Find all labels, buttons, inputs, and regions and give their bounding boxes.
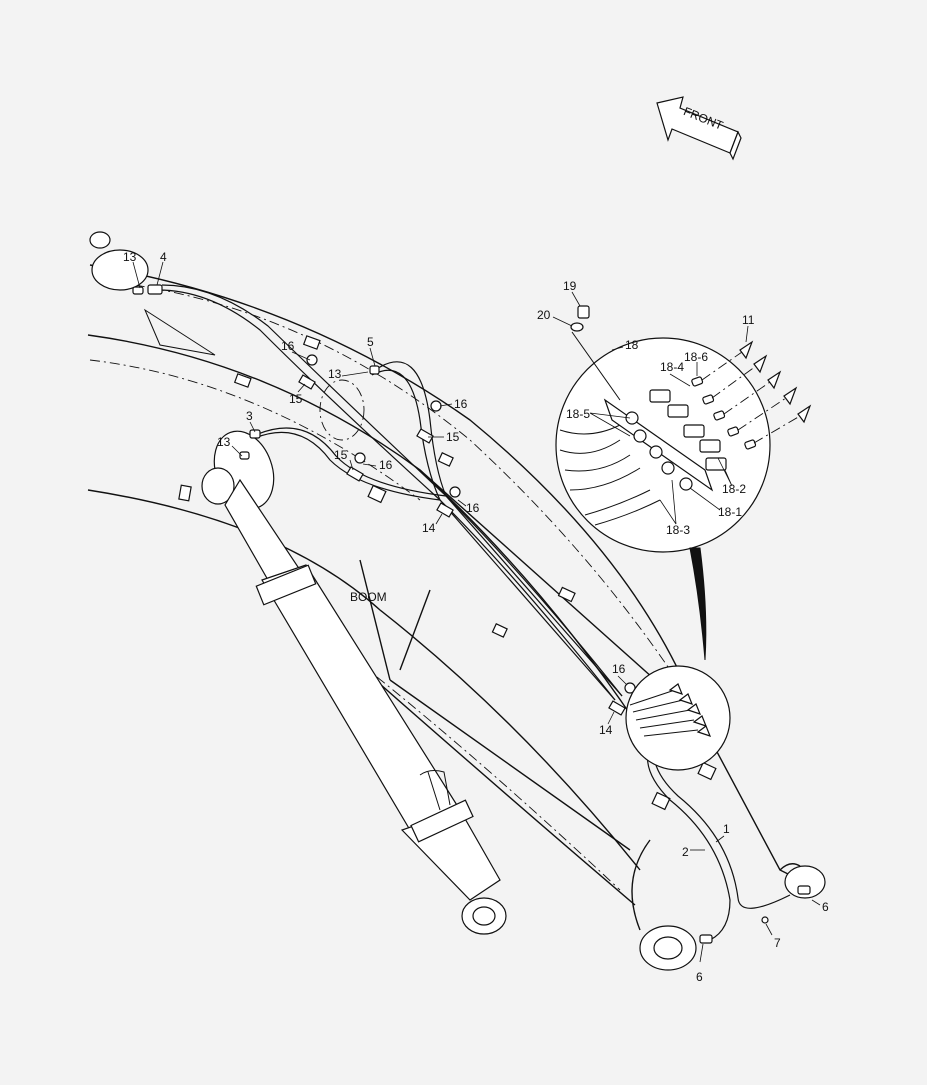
boom-label: BOOM	[350, 590, 387, 604]
callout-15: 15	[289, 392, 303, 406]
callout-18-3: 18-3	[666, 523, 690, 537]
callout-2: 2	[682, 845, 689, 859]
callout-11: 11	[742, 313, 755, 327]
callout-13: 13	[328, 367, 342, 381]
callout-6: 6	[822, 900, 829, 914]
boom-body: BOOM	[87, 231, 826, 971]
callout-20: 20	[537, 308, 551, 322]
callout-3: 3	[246, 409, 253, 423]
callout-14: 14	[422, 521, 436, 535]
callout-7: 7	[774, 936, 781, 950]
callout-18-1: 18-1	[718, 505, 742, 519]
hose-lines	[132, 284, 811, 944]
callout-16: 16	[281, 339, 295, 353]
callout-18-6: 18-6	[684, 350, 708, 364]
callout-5: 5	[367, 335, 374, 349]
callout-18-5: 18-5	[566, 407, 590, 421]
callout-6: 6	[696, 970, 703, 984]
callouts: 1 2 3 4 5 6 6 7 11 13 13 13 14 14 15 15 …	[123, 250, 829, 984]
callout-4: 4	[160, 250, 167, 264]
detail-view-small	[625, 665, 731, 771]
callout-18: 18	[625, 338, 639, 352]
callout-15: 15	[334, 448, 348, 462]
detail-view-18	[555, 305, 812, 661]
callout-13: 13	[217, 435, 231, 449]
callout-18-2: 18-2	[722, 482, 746, 496]
callout-1: 1	[723, 822, 730, 836]
callout-16: 16	[379, 458, 393, 472]
callout-14: 14	[599, 723, 613, 737]
callout-16: 16	[454, 397, 468, 411]
leader-lines	[132, 261, 821, 963]
front-arrow: FRONT	[656, 96, 742, 161]
callout-15: 15	[446, 430, 460, 444]
boom-cylinder	[201, 430, 507, 935]
callout-16: 16	[612, 662, 626, 676]
callout-13: 13	[123, 250, 137, 264]
callout-18-4: 18-4	[660, 360, 684, 374]
callout-19: 19	[563, 279, 577, 293]
callout-16: 16	[466, 501, 480, 515]
